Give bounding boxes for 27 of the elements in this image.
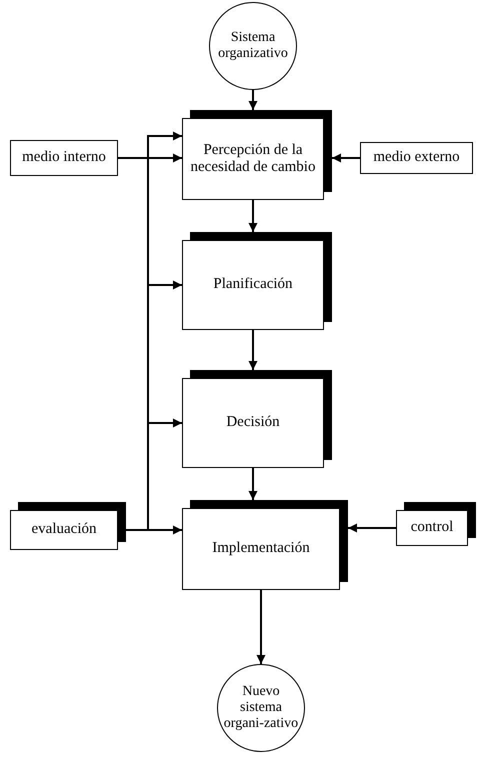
arrow bbox=[118, 154, 182, 162]
process-box bbox=[396, 502, 476, 546]
arrow bbox=[332, 154, 360, 162]
node-label: Implementación bbox=[212, 540, 310, 558]
process-box bbox=[182, 110, 332, 200]
arrow bbox=[348, 524, 396, 532]
arrow bbox=[256, 590, 266, 664]
input-box bbox=[10, 140, 118, 176]
process-box bbox=[10, 502, 126, 550]
node-label: control bbox=[410, 519, 454, 537]
node-label: Nuevo sistema organi-zativo bbox=[222, 684, 300, 732]
process-box bbox=[182, 500, 348, 590]
node-label: Sistema organizativo bbox=[217, 30, 289, 62]
node-label: medio interno bbox=[22, 149, 106, 167]
arrow bbox=[248, 90, 258, 110]
arrow bbox=[248, 200, 258, 232]
input-box bbox=[360, 142, 473, 174]
node-label: evaluación bbox=[32, 521, 96, 539]
process-box bbox=[182, 370, 332, 468]
node-label: medio externo bbox=[373, 149, 460, 167]
arrow bbox=[126, 526, 182, 534]
process-box bbox=[182, 232, 332, 330]
node-label: Planificación bbox=[213, 276, 293, 294]
node-label: Decisión bbox=[226, 414, 280, 432]
node-label: Percepción de la necesidad de cambio bbox=[190, 142, 316, 176]
arrow bbox=[248, 468, 258, 500]
arrow bbox=[248, 330, 258, 370]
